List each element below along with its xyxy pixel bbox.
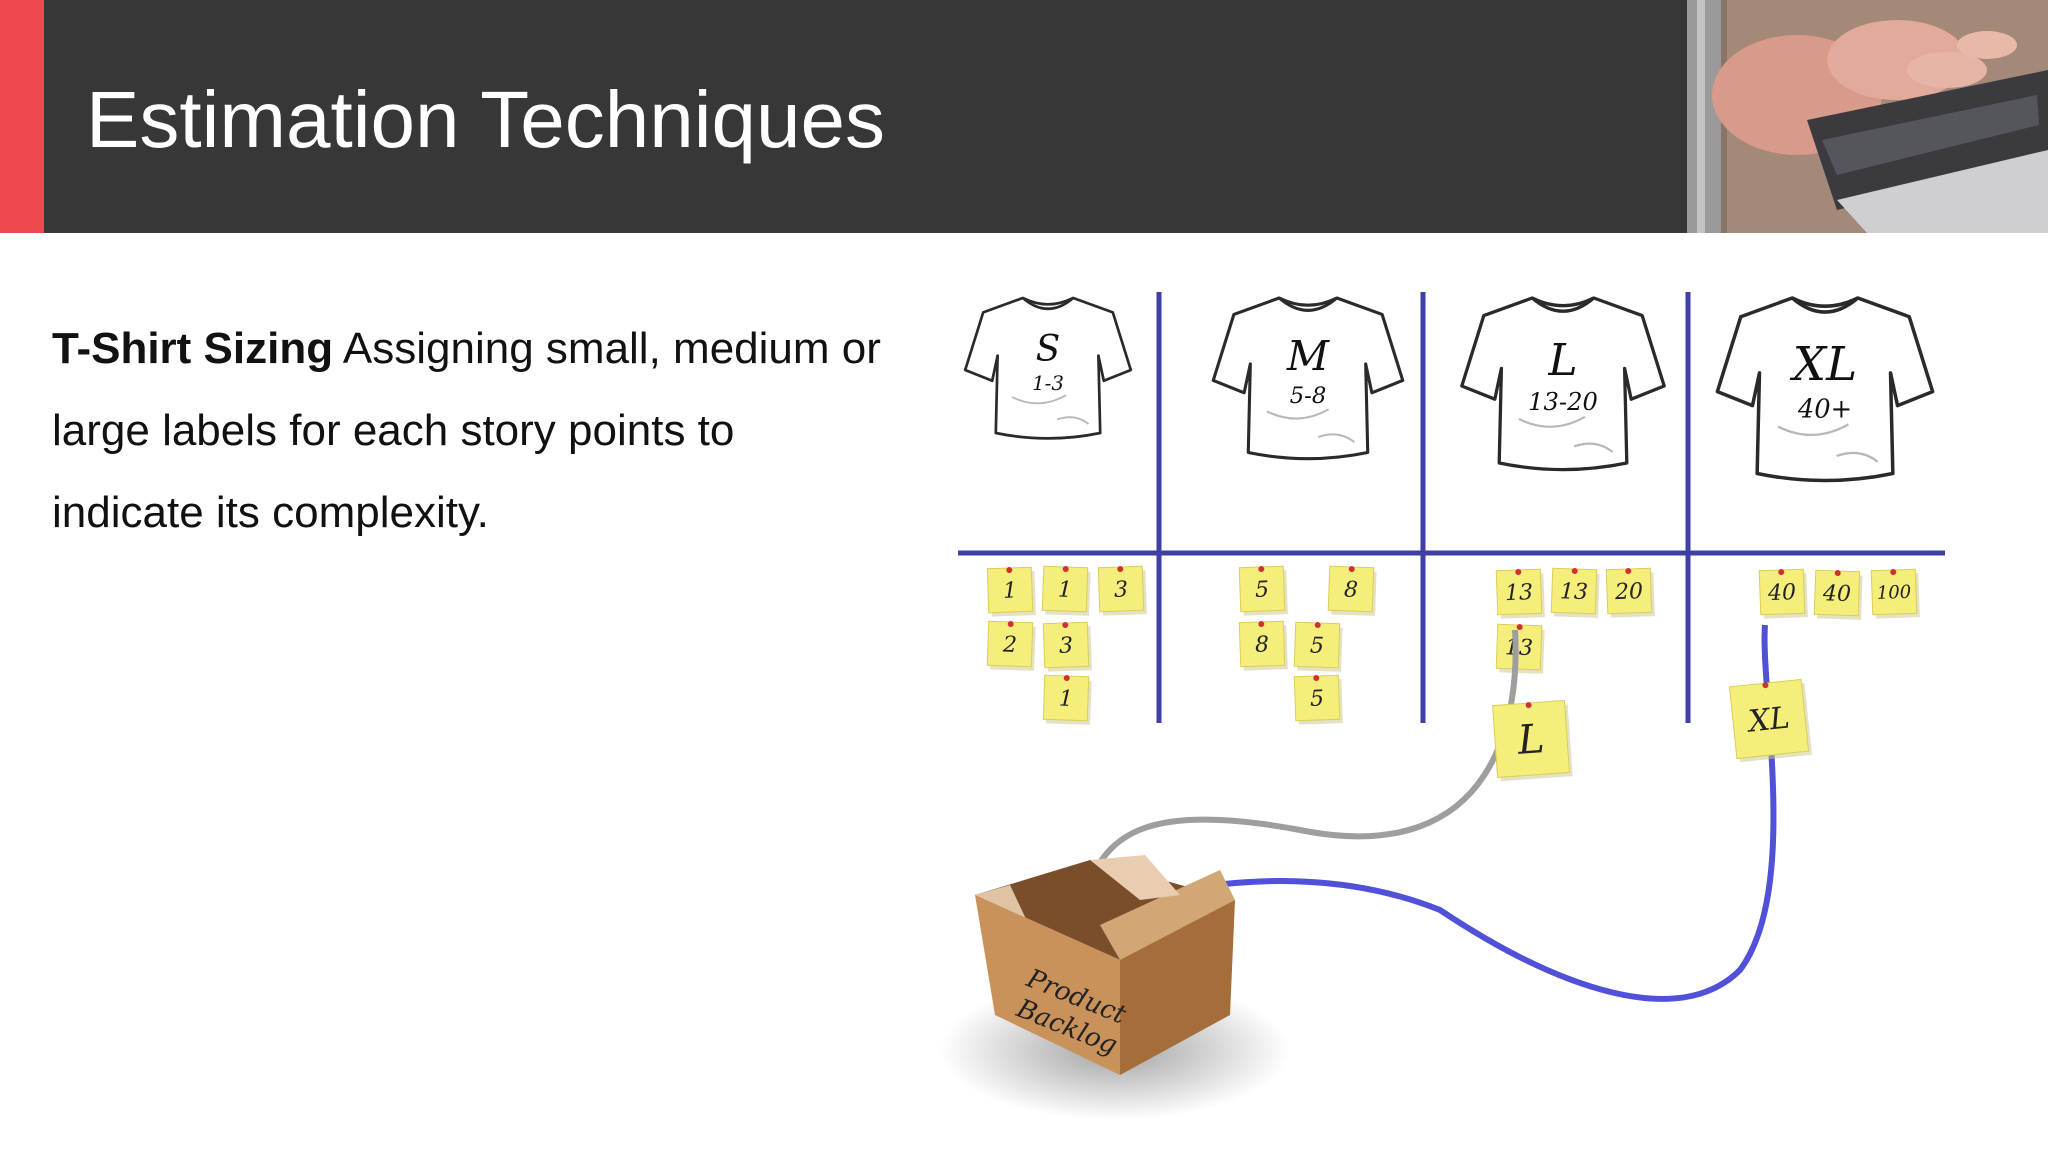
size-tag-l: L (1492, 700, 1573, 782)
story-note-l: 13 (1495, 568, 1545, 619)
story-note-m: 5 (1293, 621, 1343, 672)
story-note-xl-label: 40 (1767, 580, 1797, 606)
body-term: T-Shirt Sizing (52, 324, 334, 373)
story-note-l-label: 13 (1560, 579, 1589, 605)
story-note-s-label: 3 (1114, 577, 1129, 602)
story-note-xl: 40 (1758, 568, 1808, 619)
story-note-m-label: 5 (1310, 686, 1325, 711)
story-note-s: 3 (1097, 565, 1147, 616)
tshirt-size-label: L (1547, 335, 1577, 386)
size-tag-xl-label: XL (1745, 700, 1792, 739)
tshirt-size-label: S (1036, 329, 1061, 370)
story-note-l: 13 (1495, 623, 1545, 674)
laptop-typing-photo (1687, 0, 2048, 233)
story-note-m: 8 (1238, 620, 1288, 671)
story-note-s: 1 (1042, 674, 1092, 725)
tshirt-range-label: 5-8 (1290, 383, 1327, 409)
story-note-m-label: 8 (1344, 577, 1359, 602)
story-note-m-label: 5 (1255, 577, 1270, 602)
story-note-m: 8 (1327, 565, 1377, 616)
story-note-s-label: 1 (1003, 578, 1018, 603)
story-note-xl: 100 (1870, 568, 1920, 619)
size-tag-l-label: L (1515, 716, 1546, 764)
story-note-xl-label: 100 (1876, 582, 1911, 604)
story-note-m: 5 (1238, 565, 1288, 616)
tshirt-range-label: 13-20 (1528, 388, 1598, 416)
story-note-l: 13 (1550, 567, 1600, 618)
story-note-m: 5 (1293, 674, 1343, 725)
story-note-s-label: 1 (1058, 577, 1073, 602)
story-note-l-label: 13 (1505, 635, 1534, 661)
backlog-to-xl-curve (1179, 624, 1777, 1002)
tshirt-l: L13-20 (1460, 296, 1666, 472)
story-note-xl-label: 40 (1822, 581, 1852, 607)
story-note-s: 1 (986, 566, 1036, 617)
story-note-l-label: 20 (1614, 579, 1644, 605)
product-backlog-box: Product Backlog (940, 855, 1290, 1120)
story-note-xl: 40 (1813, 569, 1863, 620)
story-note-s-label: 2 (1002, 632, 1018, 658)
body-paragraph: T-Shirt Sizing Assigning small, medium o… (52, 308, 892, 554)
story-note-s: 1 (1041, 565, 1091, 616)
size-tag-xl: XL (1728, 678, 1812, 763)
board-grid (958, 292, 1945, 723)
tshirt-s: S1-3 (963, 296, 1133, 440)
tshirt-m: M 5-8 (1211, 296, 1405, 461)
story-note-m-label: 8 (1255, 632, 1270, 657)
tshirt-size-label: XL (1789, 338, 1857, 392)
story-note-l: 20 (1605, 567, 1655, 618)
tshirt-range-label: 1-3 (1032, 372, 1064, 395)
body-description: Assigning small, medium or large labels … (52, 324, 881, 537)
story-note-m-label: 5 (1310, 633, 1325, 658)
story-note-s-label: 1 (1059, 686, 1074, 711)
story-note-l-label: 13 (1505, 580, 1534, 606)
tshirt-range-label: 40+ (1797, 394, 1852, 424)
story-note-s: 3 (1042, 621, 1092, 672)
slide-title: Estimation Techniques (86, 75, 885, 164)
header-accent-bar (0, 0, 44, 233)
story-note-s: 2 (986, 620, 1036, 671)
tshirt-size-label: M (1286, 332, 1331, 380)
story-note-s-label: 3 (1059, 633, 1074, 658)
